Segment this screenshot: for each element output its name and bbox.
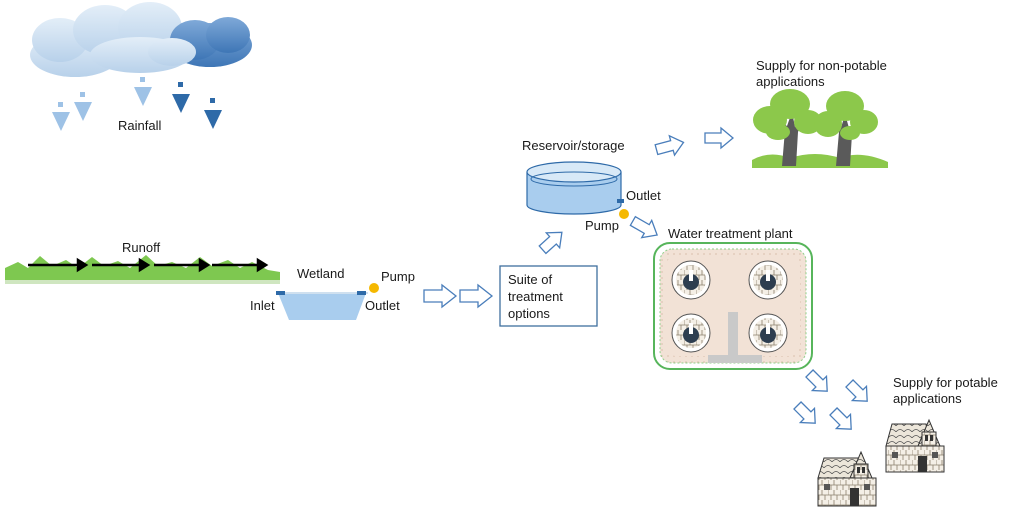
wetland-outlet-label: Outlet [365,298,400,313]
non-potable-supply-label: Supply for non-potable applications [756,58,887,89]
reservoir-pump-icon [619,209,629,219]
wetland-inlet-label: Inlet [250,298,275,313]
wetland-basin [276,291,368,320]
treatment-plant-label: Water treatment plant [668,226,793,241]
wetland-pump-icon [369,283,379,293]
runoff-arrows [28,257,269,273]
flow-arrow-to-reservoir [538,231,563,255]
runoff-label: Runoff [122,240,161,255]
rain-clouds [30,2,252,77]
trees-icon [752,89,888,168]
flow-arrow-to-plant [629,215,659,239]
flow-arrows-to-potable [793,369,868,430]
treatment-suite-label: Suite of treatment options [508,272,563,321]
treatment-plant [653,242,813,370]
potable-supply-label: Supply for potable applications [893,375,998,406]
house-icon [885,418,945,473]
flow-arrows-to-non-potable [654,126,735,157]
flow-arrows-to-suite [423,283,494,309]
rain-drops [52,77,222,131]
wetland-label: Wetland [297,266,345,281]
house-icon [817,450,877,507]
treatment-suite-box [499,265,598,327]
wetland-pump-label: Pump [381,269,415,284]
rainfall-label: Rainfall [118,118,162,133]
reservoir-label: Reservoir/storage [522,138,625,153]
reservoir-outlet-label: Outlet [626,188,661,203]
reservoir-pump-label: Pump [585,218,619,233]
reservoir-tank [526,161,624,215]
